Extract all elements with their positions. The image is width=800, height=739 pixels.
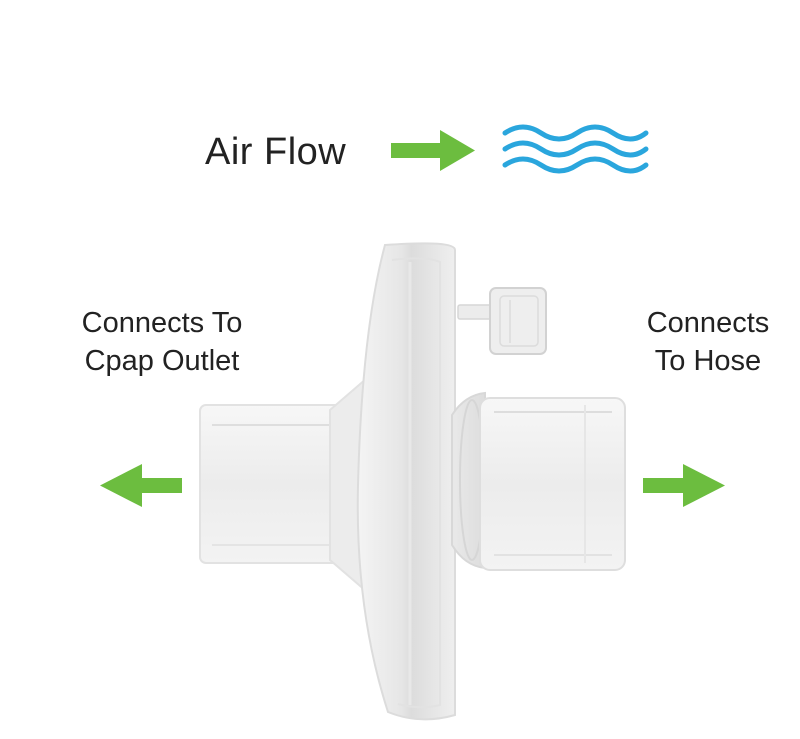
arrow-left-icon: [100, 464, 182, 507]
arrow-right-icon: [643, 464, 725, 507]
air-flow-label: Air Flow: [205, 131, 347, 173]
cpap-filter-icon: [199, 242, 626, 721]
arrow-right-icon: [391, 130, 475, 171]
air-waves-icon: [502, 124, 649, 174]
hose-label: Connects To Hose: [624, 305, 792, 380]
hose-label-line1: Connects: [646, 307, 770, 339]
hose-label-line2: To Hose: [654, 344, 762, 377]
cpap-outlet-label-line2: Cpap Outlet: [84, 344, 240, 377]
cpap-outlet-label-line1: Connects To: [81, 307, 243, 339]
cpap-outlet-label: Connects To Cpap Outlet: [56, 305, 268, 380]
